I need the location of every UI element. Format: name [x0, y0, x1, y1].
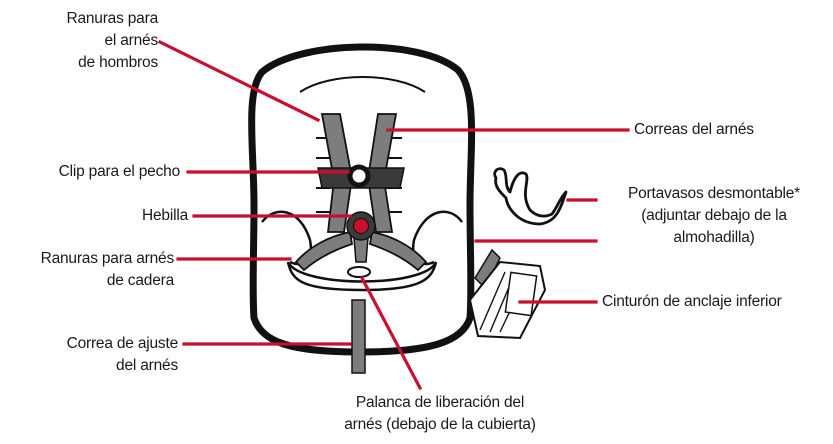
seat-cushion — [286, 261, 438, 292]
label-shoulder-slots-line3: de hombros — [78, 54, 158, 71]
label-hip-slots-line1: Ranuras para arnés — [40, 250, 175, 267]
buckle-button — [353, 218, 369, 234]
leader-lines — [157, 39, 630, 391]
label-release-lever-line2: arnés (debajo de la cubierta) — [344, 416, 536, 433]
label-shoulder-slots-line1: Ranuras para — [66, 10, 158, 27]
lap-strap-left — [294, 230, 354, 272]
label-chest-clip: Clip para el pecho — [58, 163, 181, 180]
adjuster-strap — [351, 299, 366, 374]
label-shoulder-slots: Ranuras para el arnés de hombros — [20, 8, 158, 74]
lower-anchor-plate — [504, 271, 538, 317]
release-lever-slot — [347, 266, 371, 278]
crotch-strap — [353, 237, 369, 263]
label-hip-slots: Ranuras para arnés de cadera — [6, 248, 175, 292]
label-harness-straps: Correas del arnés — [634, 121, 754, 138]
leader-release-lever — [359, 275, 423, 391]
label-adjuster-strap: Correa de ajuste del arnés — [20, 333, 179, 377]
label-hip-slots-line2: de cadera — [106, 272, 174, 289]
label-release-lever-line1: Palanca de liberación del — [355, 394, 525, 411]
label-release-lever: Palanca de liberación del arnés (debajo … — [330, 392, 550, 436]
label-lower-anchor: Cinturón de anclaje inferior — [602, 293, 782, 310]
label-cup-holder-line3: almohadilla) — [673, 229, 755, 246]
cup-holder-icon — [493, 167, 568, 226]
lap-strap-right — [368, 230, 428, 272]
leader-shoulder-slots — [157, 39, 321, 123]
label-cup-holder-line2: (adjuntar debajo de la — [641, 207, 787, 224]
label-buckle: Hebilla — [142, 207, 188, 224]
label-cup-holder-line1: Portavasos desmontable* — [627, 185, 801, 202]
label-adjuster-strap-line1: Correa de ajuste — [66, 335, 179, 352]
label-cup-holder: Portavasos desmontable* (adjuntar debajo… — [600, 183, 828, 249]
label-shoulder-slots-line2: el arnés — [104, 32, 158, 49]
seat-back-inner — [299, 76, 426, 93]
chest-clip-inner — [352, 169, 366, 183]
label-adjuster-strap-line2: del arnés — [116, 357, 178, 374]
